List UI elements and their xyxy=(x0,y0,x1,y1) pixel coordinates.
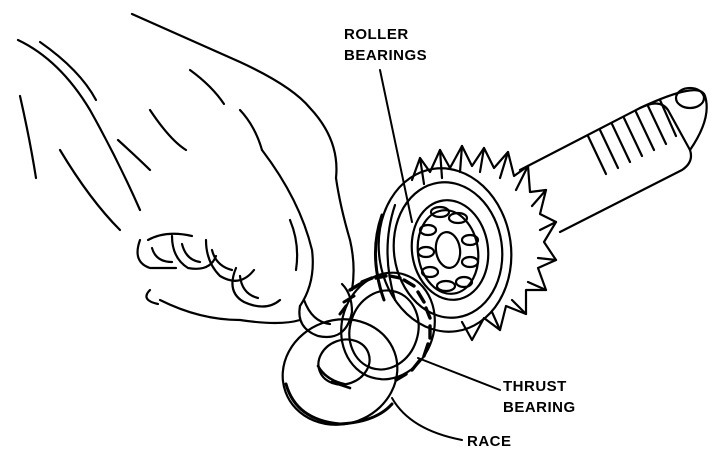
leader-roller-bearings xyxy=(379,69,413,223)
leader-lines xyxy=(379,69,501,441)
shaft xyxy=(518,86,708,234)
label-race: RACE xyxy=(467,433,512,450)
hand xyxy=(16,12,355,339)
leader-race xyxy=(391,397,463,441)
label-roller-bearings-line2: BEARINGS xyxy=(344,47,428,64)
label-thrust-bearing: THRUST BEARING xyxy=(503,376,576,418)
label-thrust-bearing-line2: BEARING xyxy=(503,399,576,416)
leader-thrust-bearing xyxy=(417,357,501,391)
label-roller-bearings: ROLLER BEARINGS xyxy=(344,24,427,66)
gear xyxy=(374,144,558,342)
roller-bearing-cage xyxy=(416,205,480,295)
race xyxy=(281,318,399,426)
label-roller-bearings-line1: ROLLER xyxy=(344,26,409,43)
label-thrust-bearing-line1: THRUST xyxy=(503,378,567,395)
